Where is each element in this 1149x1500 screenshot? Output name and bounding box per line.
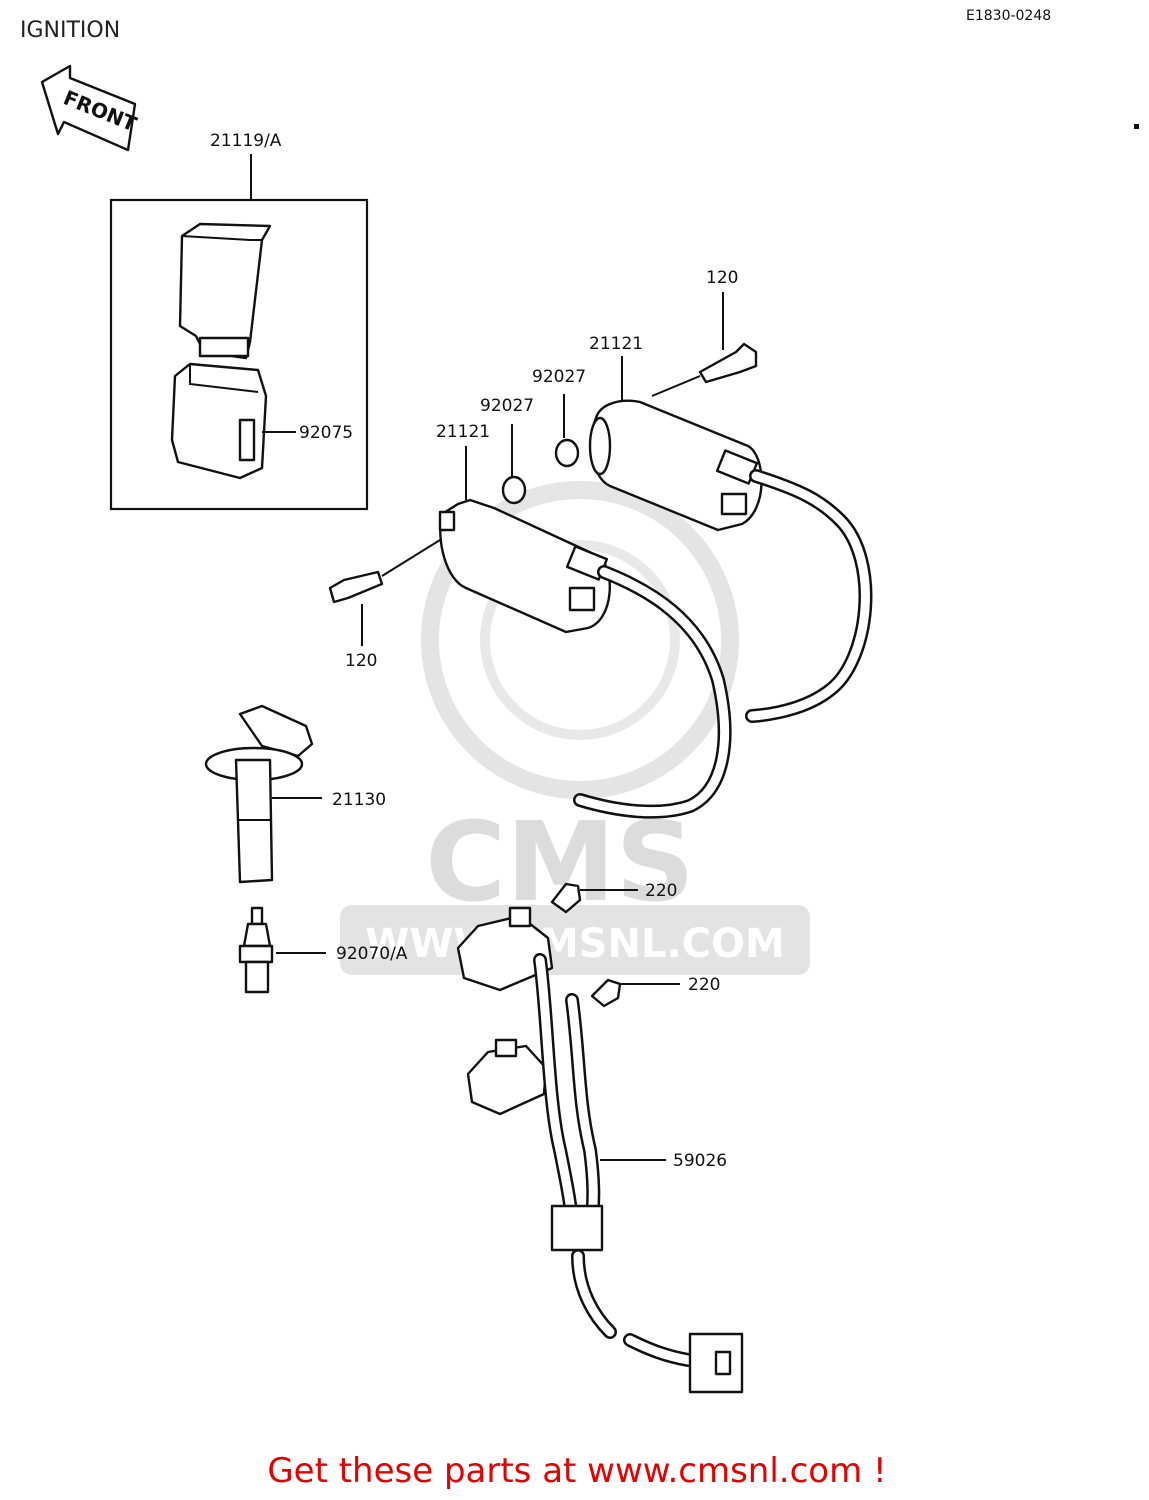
coil-terminal-right — [720, 492, 748, 516]
part-label-21130: 21130 — [332, 790, 386, 810]
part-label-92075: 92075 — [299, 423, 353, 443]
pickup-coil-upper-tab — [508, 906, 532, 928]
part-label-120-bottom: 120 — [345, 651, 377, 671]
ignition-coil-right — [554, 292, 873, 723]
watermark-ring — [421, 481, 739, 799]
front-arrow: FRONT — [40, 64, 140, 152]
hose-right-outline — [745, 469, 873, 723]
spark-plug-hex — [238, 944, 274, 964]
pickup-coil-upper — [456, 914, 554, 992]
spark-plug-insulator — [242, 922, 272, 948]
igniter-unit-edge — [181, 235, 262, 241]
igniter-case-slot — [238, 418, 256, 462]
coil-end-right — [588, 416, 612, 476]
harness-wire-b — [567, 995, 598, 1225]
part-label-59026: 59026 — [673, 1151, 727, 1171]
coil-terminal-left — [568, 586, 596, 612]
part-label-120-top: 120 — [706, 268, 738, 288]
harness-cable-lower — [573, 1251, 615, 1337]
part-label-92070: 92070/A — [336, 944, 408, 964]
watermark-face — [480, 540, 680, 740]
stray-dot — [1134, 124, 1139, 129]
reference-code: E1830-0248 — [966, 8, 1051, 24]
grommet-92027-right — [554, 438, 580, 468]
page-title: IGNITION — [20, 18, 120, 43]
part-label-21121-right: 21121 — [589, 334, 643, 354]
part-label-21119: 21119/A — [210, 131, 282, 151]
screw-220-bottom — [590, 978, 622, 1008]
hose-right — [747, 471, 870, 721]
harness-cable-end — [625, 1335, 693, 1365]
bolt-120-top-axis — [651, 375, 701, 397]
igniter-assembly — [109, 154, 369, 511]
igniter-case-rim — [189, 364, 259, 393]
spark-plug — [238, 906, 326, 994]
bolt-120-bottom — [328, 570, 384, 604]
part-label-220-top: 220 — [645, 881, 677, 901]
part-label-92027-left: 92027 — [480, 396, 534, 416]
hose-left — [575, 567, 730, 817]
plug-cap-elbow — [238, 704, 314, 758]
ignition-coil-left — [328, 424, 732, 819]
harness-connector-end-socket — [714, 1350, 732, 1376]
coil-mount-left — [438, 510, 456, 532]
watermark-url-banner — [340, 905, 810, 975]
front-arrow-shape — [40, 64, 137, 152]
promo-link[interactable]: Get these parts at www.cmsnl.com ! — [267, 1451, 886, 1491]
bolt-120-bottom-axis — [381, 539, 441, 577]
grommet-92027-left — [501, 475, 527, 505]
part-label-92027-right: 92027 — [532, 367, 586, 387]
harness-connector-mid — [550, 1204, 604, 1252]
harness-wire-a — [535, 955, 577, 1225]
part-label-21121-left: 21121 — [436, 422, 490, 442]
pickup-coil-lower-tab — [494, 1038, 518, 1058]
spark-plug-thread — [244, 960, 270, 994]
part-label-220-bottom: 220 — [688, 975, 720, 995]
igniter-connector — [198, 336, 250, 358]
spark-plug-cap — [204, 704, 322, 884]
igniter-kit-frame — [109, 198, 369, 511]
spark-plug-tip — [250, 906, 264, 926]
watermark-url: WWW.CMSNL.COM — [365, 921, 785, 967]
pickup-coil-harness — [456, 882, 744, 1394]
bolt-120-top — [698, 342, 758, 384]
screw-220-top — [550, 882, 582, 914]
